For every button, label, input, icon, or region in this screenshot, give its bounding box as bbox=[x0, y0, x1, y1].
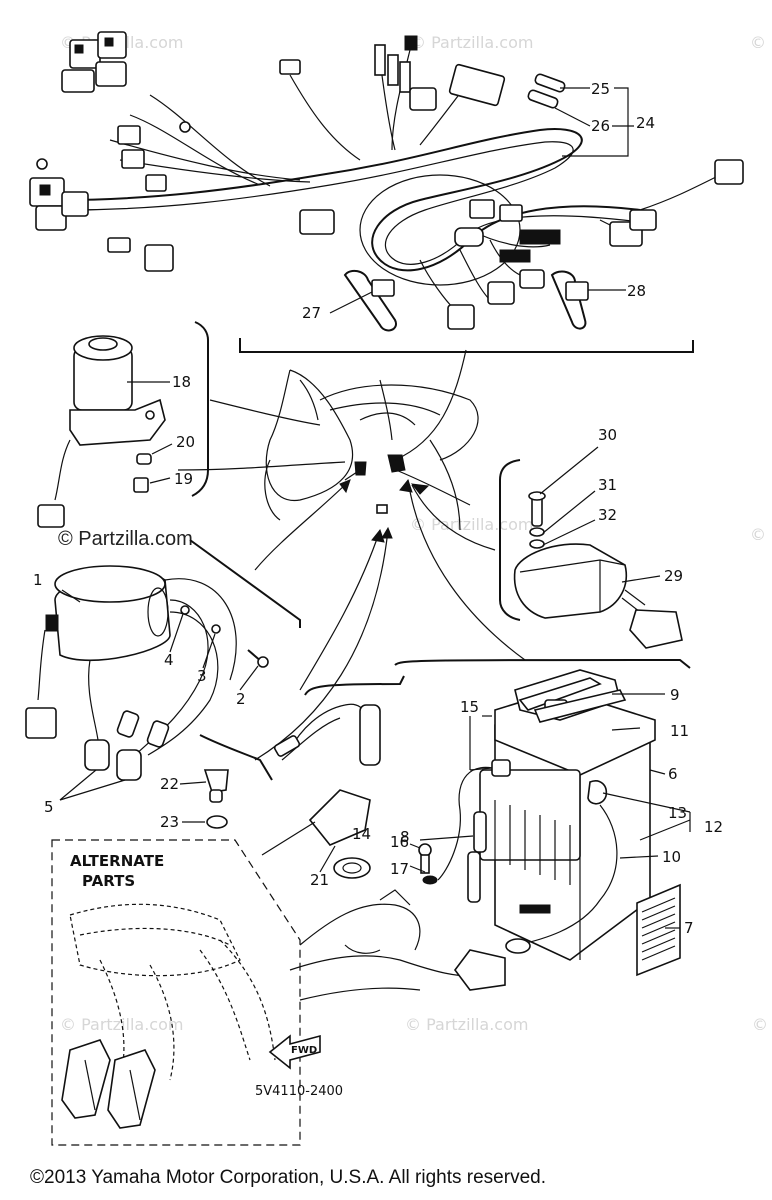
callout-21: 21 bbox=[310, 871, 329, 889]
main-switch bbox=[37, 321, 209, 528]
callout-15: 15 bbox=[460, 698, 479, 716]
callout-19: 19 bbox=[174, 470, 193, 488]
callout-28: 28 bbox=[627, 282, 646, 300]
callout-9: 9 bbox=[670, 686, 680, 704]
callout-4: 4 bbox=[164, 651, 174, 669]
wire-harness bbox=[29, 31, 744, 332]
callout-8: 8 bbox=[400, 828, 410, 846]
callout-23: 23 bbox=[160, 813, 179, 831]
callout-16: 16 bbox=[390, 833, 409, 851]
callout-26: 26 bbox=[591, 117, 610, 135]
callout-11: 11 bbox=[670, 722, 689, 740]
callout-20: 20 bbox=[176, 433, 195, 451]
callout-29: 29 bbox=[664, 567, 683, 585]
watermark: © Partzilla.com bbox=[750, 33, 772, 52]
callout-14: 14 bbox=[352, 825, 371, 843]
callout-1: 1 bbox=[33, 571, 43, 589]
callout-5: 5 bbox=[44, 798, 54, 816]
diagram-code: 5V4110-2400 bbox=[255, 1084, 343, 1099]
frame-lower-sketch bbox=[289, 889, 506, 1001]
callout-2: 2 bbox=[236, 690, 246, 708]
callout-30: 30 bbox=[598, 426, 617, 444]
watermark-layer: © Partzilla.com © Partzilla.com © Partzi… bbox=[58, 33, 772, 1034]
watermark: © Partzilla.com bbox=[405, 1015, 528, 1034]
callout-24: 24 bbox=[636, 114, 655, 132]
callout-17: 17 bbox=[390, 860, 409, 878]
ignition-coil bbox=[25, 539, 301, 801]
callout-31: 31 bbox=[598, 476, 617, 494]
callout-6: 6 bbox=[668, 765, 678, 783]
copyright-notice: ©2013 Yamaha Motor Corporation, U.S.A. A… bbox=[30, 1167, 546, 1188]
callout-22: 22 bbox=[160, 775, 179, 793]
watermark: © Partzilla.com bbox=[60, 1015, 183, 1034]
harness-leaders bbox=[61, 87, 634, 717]
callout-7: 7 bbox=[684, 919, 694, 937]
alternate-title-2: PARTS bbox=[82, 872, 135, 890]
callout-25: 25 bbox=[591, 80, 610, 98]
harness-bracket bbox=[239, 338, 694, 353]
watermark-dark: © Partzilla.com bbox=[58, 528, 193, 550]
callout-18: 18 bbox=[172, 373, 191, 391]
battery bbox=[333, 658, 691, 977]
callout-32: 32 bbox=[598, 506, 617, 524]
callout-10: 10 bbox=[662, 848, 681, 866]
fwd-arrow: FWD bbox=[268, 1034, 321, 1070]
callout-3: 3 bbox=[197, 667, 207, 685]
callout-27: 27 bbox=[302, 304, 321, 322]
callout-13: 13 bbox=[668, 804, 687, 822]
watermark: © Partzilla.com bbox=[750, 525, 772, 544]
callout-12: 12 bbox=[704, 818, 723, 836]
alternate-parts-box: ALTERNATE PARTS bbox=[51, 839, 301, 1146]
regulator bbox=[499, 446, 683, 649]
fwd-label: FWD bbox=[291, 1045, 317, 1056]
watermark: © Partzilla.com bbox=[752, 1015, 772, 1034]
frame-sketch bbox=[177, 349, 479, 531]
sensor-group bbox=[179, 675, 405, 873]
alternate-title-1: ALTERNATE bbox=[70, 852, 164, 870]
watermark: © Partzilla.com bbox=[410, 33, 533, 52]
callout-labels: 1 2 3 4 5 6 7 8 9 10 11 12 13 14 15 16 1… bbox=[33, 80, 723, 937]
watermark: © Partzilla.com bbox=[410, 515, 533, 534]
